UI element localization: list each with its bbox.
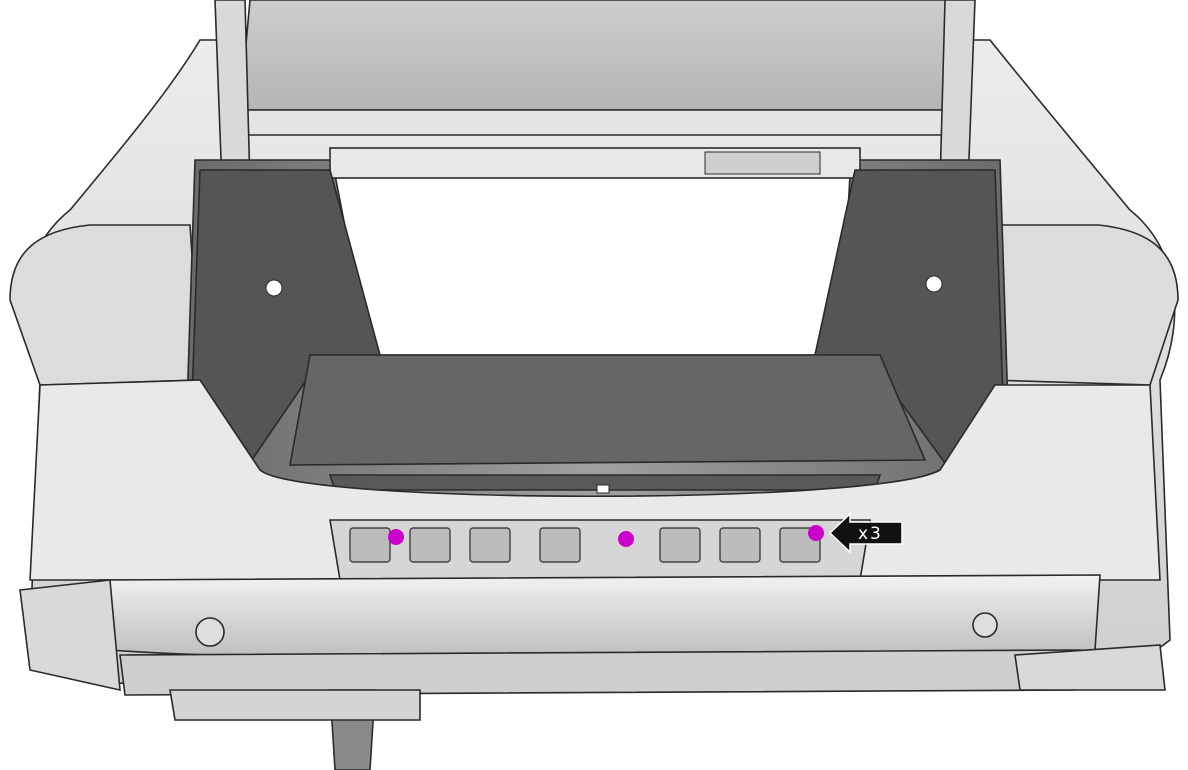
trim-holes (265, 275, 943, 494)
rear-bumper-beam (99, 574, 1101, 696)
underbody (19, 579, 1166, 770)
boot-lid (239, 0, 961, 136)
fastener-marker-2 (618, 531, 634, 547)
luggage-compartment (184, 147, 1011, 498)
callout-arrow-icon (828, 512, 903, 554)
callout-quantity-label: x3 (858, 524, 883, 544)
striker-tabs (349, 527, 821, 563)
quantity-callout: x3 (828, 512, 903, 554)
fastener-markers (388, 525, 824, 547)
fastener-marker-1 (388, 529, 404, 545)
fastener-marker-3 (808, 525, 824, 541)
